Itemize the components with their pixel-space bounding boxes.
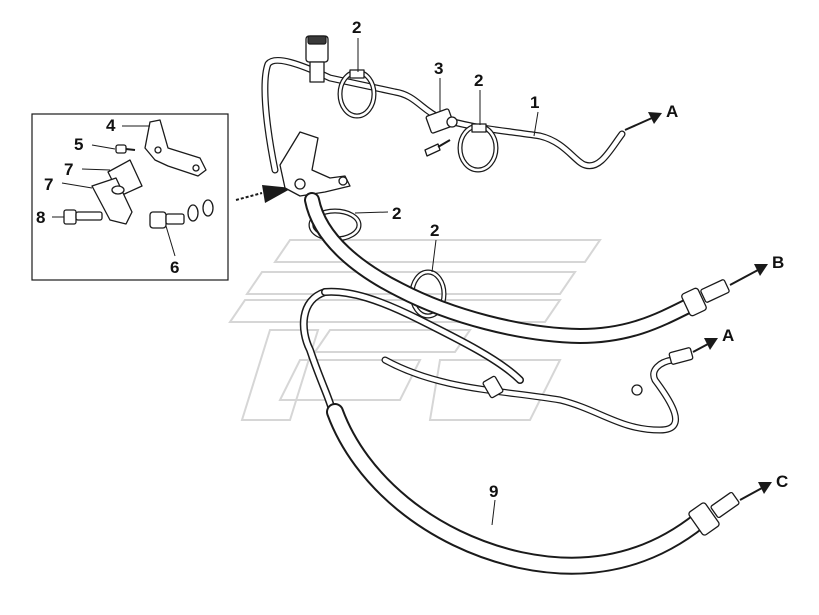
callout-2-lower: 2 [430, 221, 439, 240]
clamp-top-left [337, 69, 377, 119]
callout-8: 8 [36, 208, 45, 227]
pressure-sensor [305, 35, 329, 83]
detail-inset [31, 113, 229, 281]
hose-to-b [304, 192, 730, 344]
clamp-top-right [457, 123, 499, 173]
callout-2-middle: 2 [392, 204, 401, 223]
connection-arrow-a-top [624, 112, 662, 131]
connection-label-b: B [772, 253, 784, 272]
bolt-5 [115, 144, 136, 154]
connection-label-c: C [776, 472, 788, 491]
callout-5: 5 [74, 135, 83, 154]
connection-arrow-b [729, 264, 768, 286]
hose-9 [299, 287, 740, 575]
clamp-block-lower [91, 177, 133, 225]
connection-arrow-c [739, 482, 772, 501]
callout-9: 9 [489, 482, 498, 501]
callout-4: 4 [106, 116, 116, 135]
callout-7-lower: 7 [44, 175, 53, 194]
socket-bolt-6 [149, 199, 214, 229]
connection-labels: A B A C [666, 102, 788, 491]
callout-7-upper: 7 [64, 160, 73, 179]
pipe-to-a-mid [381, 347, 694, 434]
callout-labels: 1 2 3 2 2 2 4 5 7 7 8 6 9 [36, 18, 539, 501]
callout-3: 3 [434, 59, 443, 78]
bolt-8 [63, 209, 103, 225]
callout-2-top-left: 2 [352, 18, 361, 37]
callout-6: 6 [170, 258, 179, 277]
assembly-bracket [279, 131, 351, 197]
hose-clamps [308, 69, 499, 319]
callout-1: 1 [530, 93, 539, 112]
valve-block-3 [424, 108, 458, 157]
leader-lines [354, 38, 539, 526]
connection-arrow-a-mid [692, 338, 718, 353]
bracket [144, 119, 207, 177]
callout-2-top-right: 2 [474, 71, 483, 90]
detail-pointer-arrow [235, 185, 292, 203]
connection-label-a-top: A [666, 102, 678, 121]
connection-label-a-mid: A [722, 326, 734, 345]
